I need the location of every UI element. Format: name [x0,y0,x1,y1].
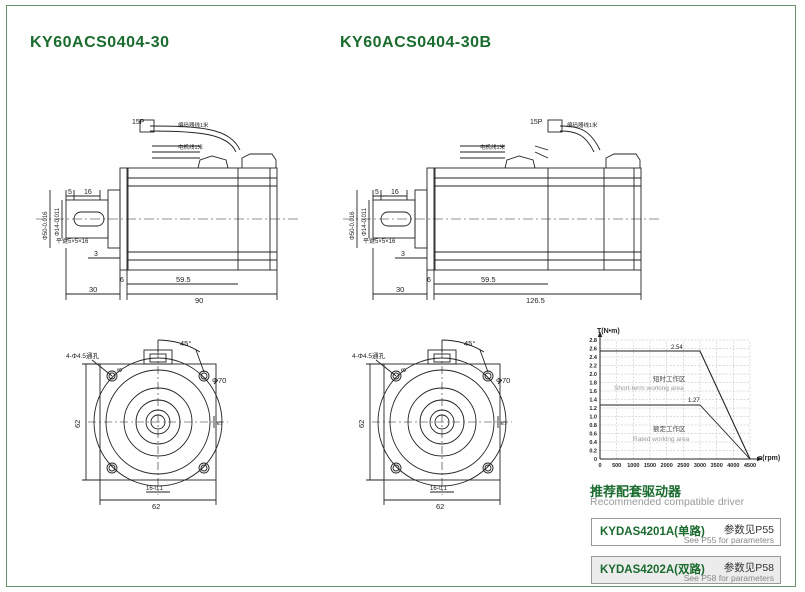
chart-y-tick: 2.8 [589,338,597,344]
model-title-right: KY60ACS0404-30B [340,34,492,51]
front-dim5-right: 5 [501,421,508,425]
chart-short-term-cn: 短时工作区 [653,374,686,383]
chart-y-tick: 1.0 [589,415,597,421]
chart-x-arrow [756,456,763,462]
side-dim59-right: 59.5 [481,275,496,284]
chart-y-tick: 0.6 [589,432,597,438]
front-dim62h-right: 62 [436,502,444,511]
side-shaft-dia-left: Φ14-0.011 [55,207,61,236]
side-flange-dia-right: Φ50-0.016 [350,211,356,240]
chart-y-tick: 1.2 [589,406,597,412]
chart-x-tick: 1500 [644,463,656,469]
chart-y-tick: 1.8 [589,381,597,387]
driver-item-kydas4201a[interactable]: KYDAS4201A(单路) 参数见P55 See P55 for parame… [591,518,781,546]
side-dim16-right: 16 [391,189,399,196]
chart-rated-label: 1.27 [688,398,700,404]
chart-y-tick: 1.6 [589,389,597,395]
front-dim8-left: 8 [117,368,124,372]
chart-y-tick: 0 [594,457,597,463]
front-key-left: 16-0.1 [146,486,164,492]
side-power-note-right: 电机线1米 [480,143,506,151]
chart-y-tick: 2.2 [589,364,597,370]
front-dim62v-left: 62 [73,420,82,428]
chart-x-tick: 0 [598,463,601,469]
chart-y-tick: 0.4 [589,440,598,446]
front-dim8-right: 8 [401,368,408,372]
chart-y-tick: 1.4 [589,398,598,404]
chart-y-tick: 0.2 [589,449,597,455]
front-key-right: 16-0.1 [430,486,448,492]
side-dim6-right: 6 [427,277,431,284]
side-length-right: 126.5 [526,296,545,305]
front-circle-right: Φ70 [496,376,510,385]
chart-rated-cn: 额定工作区 [653,424,686,433]
chart-rated-en: Rated working area [633,436,690,443]
side-dim16-left: 16 [84,189,92,196]
driver-item-name: KYDAS4201A(单路) [600,526,705,538]
driver-item-see: See P58 for parameters [683,573,774,583]
side-dim30-left: 30 [89,285,97,294]
side-connector-right: 15P [530,119,543,126]
driver-item-ref: 参数见P55 [723,524,774,536]
chart-x-tick: 2500 [677,463,689,469]
chart-x-tick: 4500 [744,463,756,469]
driver-item-see: See P55 for parameters [683,535,774,545]
front-angle-left: 45° [180,339,191,348]
side-dim6-left: 6 [120,277,124,284]
chart-x-tick: 3500 [711,463,723,469]
side-flange-dia-left: Φ50-0.016 [43,211,49,240]
chart-x-tick: 4000 [727,463,739,469]
side-dim5-right: 5 [375,189,379,196]
side-dim3-left: 3 [94,251,98,258]
chart-y-tick: 2.0 [589,372,597,378]
front-dim62v-right: 62 [357,420,366,428]
side-power-note-left: 电机线1米 [178,143,204,151]
chart-x-tick: 1000 [627,463,639,469]
chart-y-tick: 2.6 [589,347,597,353]
driver-subtitle: Recommended compatible driver [590,496,745,508]
side-length-left: 90 [195,296,203,305]
chart-x-tick: 500 [612,463,621,469]
chart-y-axis-label: T(N•m) [597,328,620,335]
driver-item-kydas4202a[interactable]: KYDAS4202A(双路) 参数见P58 See P58 for parame… [591,556,781,584]
driver-item-name: KYDAS4202A(双路) [600,564,705,576]
side-key-right: 平键5×5×16 [363,237,396,245]
side-dim3-right: 3 [401,251,405,258]
side-dim5-left: 5 [68,189,72,196]
side-key-left: 平键5×5×16 [56,237,89,245]
driver-title: 推荐配套驱动器 [590,484,682,499]
chart-series-line-1 [600,404,751,460]
side-dim30-right: 30 [396,285,404,294]
front-dim5-left: 5 [217,421,224,425]
front-holes-left: 4-Φ4.5通孔 [66,351,100,360]
side-shaft-dia-right: Φ14-0.011 [362,207,368,236]
chart-x-tick: 3000 [694,463,706,469]
chart-y-arrow [597,331,603,338]
chart-x-axis-label: n(rpm) [758,455,780,462]
page-frame [6,5,796,587]
front-holes-right: 4-Φ4.5通孔 [352,351,386,360]
front-circle-left: Φ70 [212,376,226,385]
chart-peak-label: 2.54 [671,345,683,351]
side-connector-left: 15P [132,119,145,126]
front-angle-right: 45° [464,339,475,348]
chart-series-line-0 [600,350,751,460]
chart-y-tick: 0.8 [589,423,597,429]
front-dim62h-left: 62 [152,502,160,511]
model-title-left: KY60ACS0404-30 [30,34,170,51]
chart-short-term-en: Short-term working area [614,385,684,392]
side-cable-note-right: 编码器线1米 [567,121,598,129]
side-dim59-left: 59.5 [176,275,191,284]
driver-item-ref: 参数见P58 [723,562,774,574]
chart-x-tick: 2000 [661,463,673,469]
chart-y-tick: 2.4 [589,355,598,361]
side-cable-note-left: 编码器线1米 [178,121,209,129]
